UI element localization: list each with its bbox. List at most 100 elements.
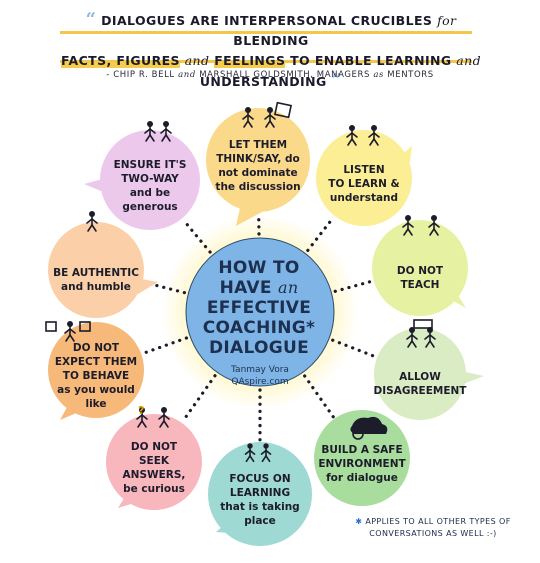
center-line-5: DIALOGUE	[208, 338, 310, 358]
quote-part-3: TO ENABLE LEARNING	[290, 53, 452, 68]
person-icon	[368, 125, 380, 146]
asterisk-icon: ✱	[355, 517, 363, 526]
footnote-line-2: CONVERSATIONS AS WELL :-)	[369, 529, 497, 538]
quote: “ DIALOGUES ARE INTERPERSONAL CRUCIBLES …	[56, 10, 486, 92]
bubble-tail-think-say	[236, 208, 262, 226]
bubble-line: and humble	[61, 281, 131, 293]
close-quote-mark: ”	[331, 70, 343, 91]
attribution-book: MENTORS	[387, 70, 434, 80]
connector-safe-environment	[303, 374, 335, 419]
person-icon	[136, 407, 148, 428]
bubble-line: generous	[122, 201, 178, 213]
bubble-line: be curious	[123, 483, 185, 495]
connector-do-not-teach	[333, 279, 374, 293]
person-icon	[346, 125, 358, 146]
center-author: Tanmay Vora	[231, 365, 289, 375]
person-icon	[428, 215, 440, 236]
connector-lines	[141, 212, 377, 442]
open-quote-mark: “	[85, 9, 97, 30]
person-icon	[242, 107, 254, 128]
bubble-line: TO LEARN &	[328, 178, 400, 190]
bubble-line: ALLOW	[399, 371, 441, 383]
center-title: HOW TO HAVE an EFFECTIVE COACHING* DIALO…	[200, 258, 318, 358]
bubble-think-say	[206, 108, 310, 212]
svg-text:?: ?	[138, 404, 144, 417]
bubble-text-two-way: ENSURE IT'S TWO-WAY and be generous	[105, 149, 195, 224]
bubble-line: like	[85, 398, 107, 410]
center-author-block: Tanmay Vora QAspire.com	[210, 364, 310, 388]
bubble-text-listen: LISTEN TO LEARN & understand	[321, 148, 407, 220]
bubble-line: LET THEM	[228, 139, 288, 151]
quote-and-2: and	[456, 53, 482, 68]
bubble-line: the discussion	[215, 181, 301, 193]
footnote: ✱ APPLIES TO ALL OTHER TYPES OF CONVERSA…	[338, 516, 528, 540]
bubble-line: for dialogue	[326, 472, 398, 484]
quote-facts: FACTS, FIGURES	[60, 53, 180, 68]
bubble-line: BE AUTHENTIC	[53, 267, 139, 279]
center-line-2b: an	[277, 278, 299, 297]
quote-for: for	[437, 13, 457, 28]
quote-underline-top	[60, 31, 472, 34]
center-site: QAspire.com	[231, 377, 289, 387]
doodle-icons: ?	[45, 101, 440, 463]
bubble-tail-listen	[400, 146, 412, 162]
quote-part-1: DIALOGUES ARE INTERPERSONAL CRUCIBLES	[101, 13, 433, 28]
bubble-expect-behave	[48, 322, 144, 418]
center-line-2a: HAVE	[219, 278, 272, 298]
attribution-as: as	[373, 70, 384, 80]
quote-and-1: and	[184, 53, 210, 68]
person-icon	[402, 215, 414, 236]
bubble-line: not dominate	[218, 167, 298, 179]
bubble-focus-learning	[208, 442, 312, 546]
bubble-do-not-teach	[372, 220, 468, 316]
bubble-line: LISTEN	[343, 164, 385, 176]
bubble-line: and be	[129, 187, 171, 199]
bubble-line: LEARNING	[229, 487, 291, 499]
bubble-line: EXPECT THEM	[54, 356, 138, 368]
quote-feelings: FEELINGS	[214, 53, 286, 68]
quote-attribution: - CHIP R. BELL and MARSHALL GOLDSMITH, M…	[40, 70, 500, 80]
bubble-line: ENVIRONMENT	[318, 458, 406, 470]
bubble-text-expect-behave: DO NOT EXPECT THEM TO BEHAVE as you would li…	[53, 340, 139, 412]
bubble-text-authentic: BE AUTHENTIC and humble	[53, 244, 139, 316]
connector-two-way	[181, 218, 212, 254]
person-icon	[144, 121, 156, 142]
bubble-line: understand	[329, 192, 399, 204]
bubble-line: DO NOT	[396, 265, 444, 277]
bubble-text-think-say: LET THEM THINK/SAY, do not dominate the dis…	[211, 127, 305, 205]
bubble-listen	[316, 130, 412, 226]
bubble-line: DO NOT	[72, 342, 120, 354]
connector-expect-behave	[141, 336, 189, 355]
bubble-line: SEEK	[138, 455, 170, 467]
bubble-line: as you would	[57, 384, 135, 396]
bubble-line: place	[244, 515, 276, 527]
connector-seek-answers	[181, 374, 217, 423]
doodle-props: ?	[45, 101, 433, 440]
bubble-line: DISAGREEMENT	[373, 385, 467, 397]
bubble-line: TO BEHAVE	[62, 370, 130, 382]
center-line-1: HOW TO	[218, 258, 300, 278]
bubble-text-allow-disagreement: ALLOW DISAGREEMENT	[374, 350, 467, 419]
center-circle	[185, 237, 335, 387]
person-icon	[160, 121, 172, 142]
person-icon	[260, 443, 272, 463]
footnote-line-1: APPLIES TO ALL OTHER TYPES OF	[365, 517, 511, 526]
person-icon	[158, 407, 170, 428]
attribution-and: and	[178, 70, 196, 80]
center-line-3: EFFECTIVE	[206, 298, 312, 318]
bubble-two-way	[100, 130, 200, 230]
person-icon	[406, 327, 418, 348]
bubble-line: TWO-WAY	[121, 173, 179, 185]
bubble-authentic	[48, 222, 144, 318]
connector-allow-disagreement	[331, 338, 377, 359]
bubble-line: ENSURE IT'S	[113, 159, 187, 171]
person-icon	[244, 443, 256, 463]
attribution-authors-b: MARSHALL GOLDSMITH, MANAGERS	[199, 70, 371, 80]
bubble-shapes	[48, 108, 484, 546]
bubble-line: THINK/SAY, do	[216, 153, 300, 165]
bubble-allow-disagreement	[374, 328, 466, 420]
